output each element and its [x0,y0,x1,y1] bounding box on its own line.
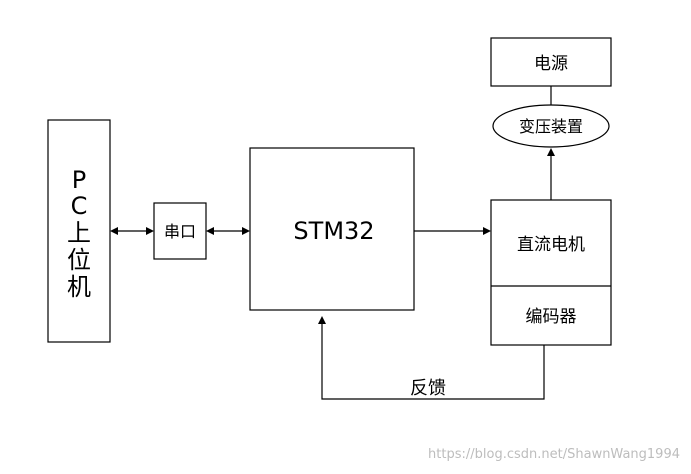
pc-label-char-3: 上 [67,219,91,247]
power-supply-box [490,37,612,87]
transformer-block: 变压装置 [492,104,610,148]
arrowhead-right [242,227,250,235]
pc-label-char-4: 位 [67,246,91,274]
serial-mcu-link [206,227,250,235]
feedback-label: 反馈 [410,378,446,399]
transformer-label: 变压装置 [519,117,583,136]
arrowhead-right [146,227,154,235]
serial-port-block: 串口 [153,202,207,260]
encoder-label: 编码器 [526,307,577,327]
arrowhead-up [318,316,326,324]
pc-label-char-5: 机 [67,273,91,301]
motor-encoder-block: 直流电机 编码器 [490,199,612,346]
serial-port-label: 串口 [164,222,196,241]
stm32-label: STM32 [293,217,374,245]
power-supply-block: 电源 [490,37,612,87]
watermark-text: https://blog.csdn.net/ShawnWang1994 [428,447,680,462]
motor-transformer-arrow [547,148,555,200]
arrowhead-up [547,148,555,156]
serial-port-box [153,202,207,260]
dc-motor-label: 直流电机 [517,235,585,255]
motor-encoder-box [490,199,612,346]
mcu-motor-arrow [414,227,491,235]
arrowhead-right [483,227,491,235]
pc-label-char-1: P [72,166,86,194]
arrowhead-left [110,227,118,235]
arrowhead-left [206,227,214,235]
feedback-line [321,323,545,400]
power-supply-label: 电源 [534,54,568,74]
pc-host-box [47,119,111,343]
stm32-box [249,147,415,311]
pc-label-char-2: C [71,192,88,220]
pc-serial-link [110,227,154,235]
stm32-block: STM32 [249,147,415,311]
pc-host-block: P C 上 位 机 [47,119,111,343]
feedback-loop: 反馈 [318,316,545,400]
